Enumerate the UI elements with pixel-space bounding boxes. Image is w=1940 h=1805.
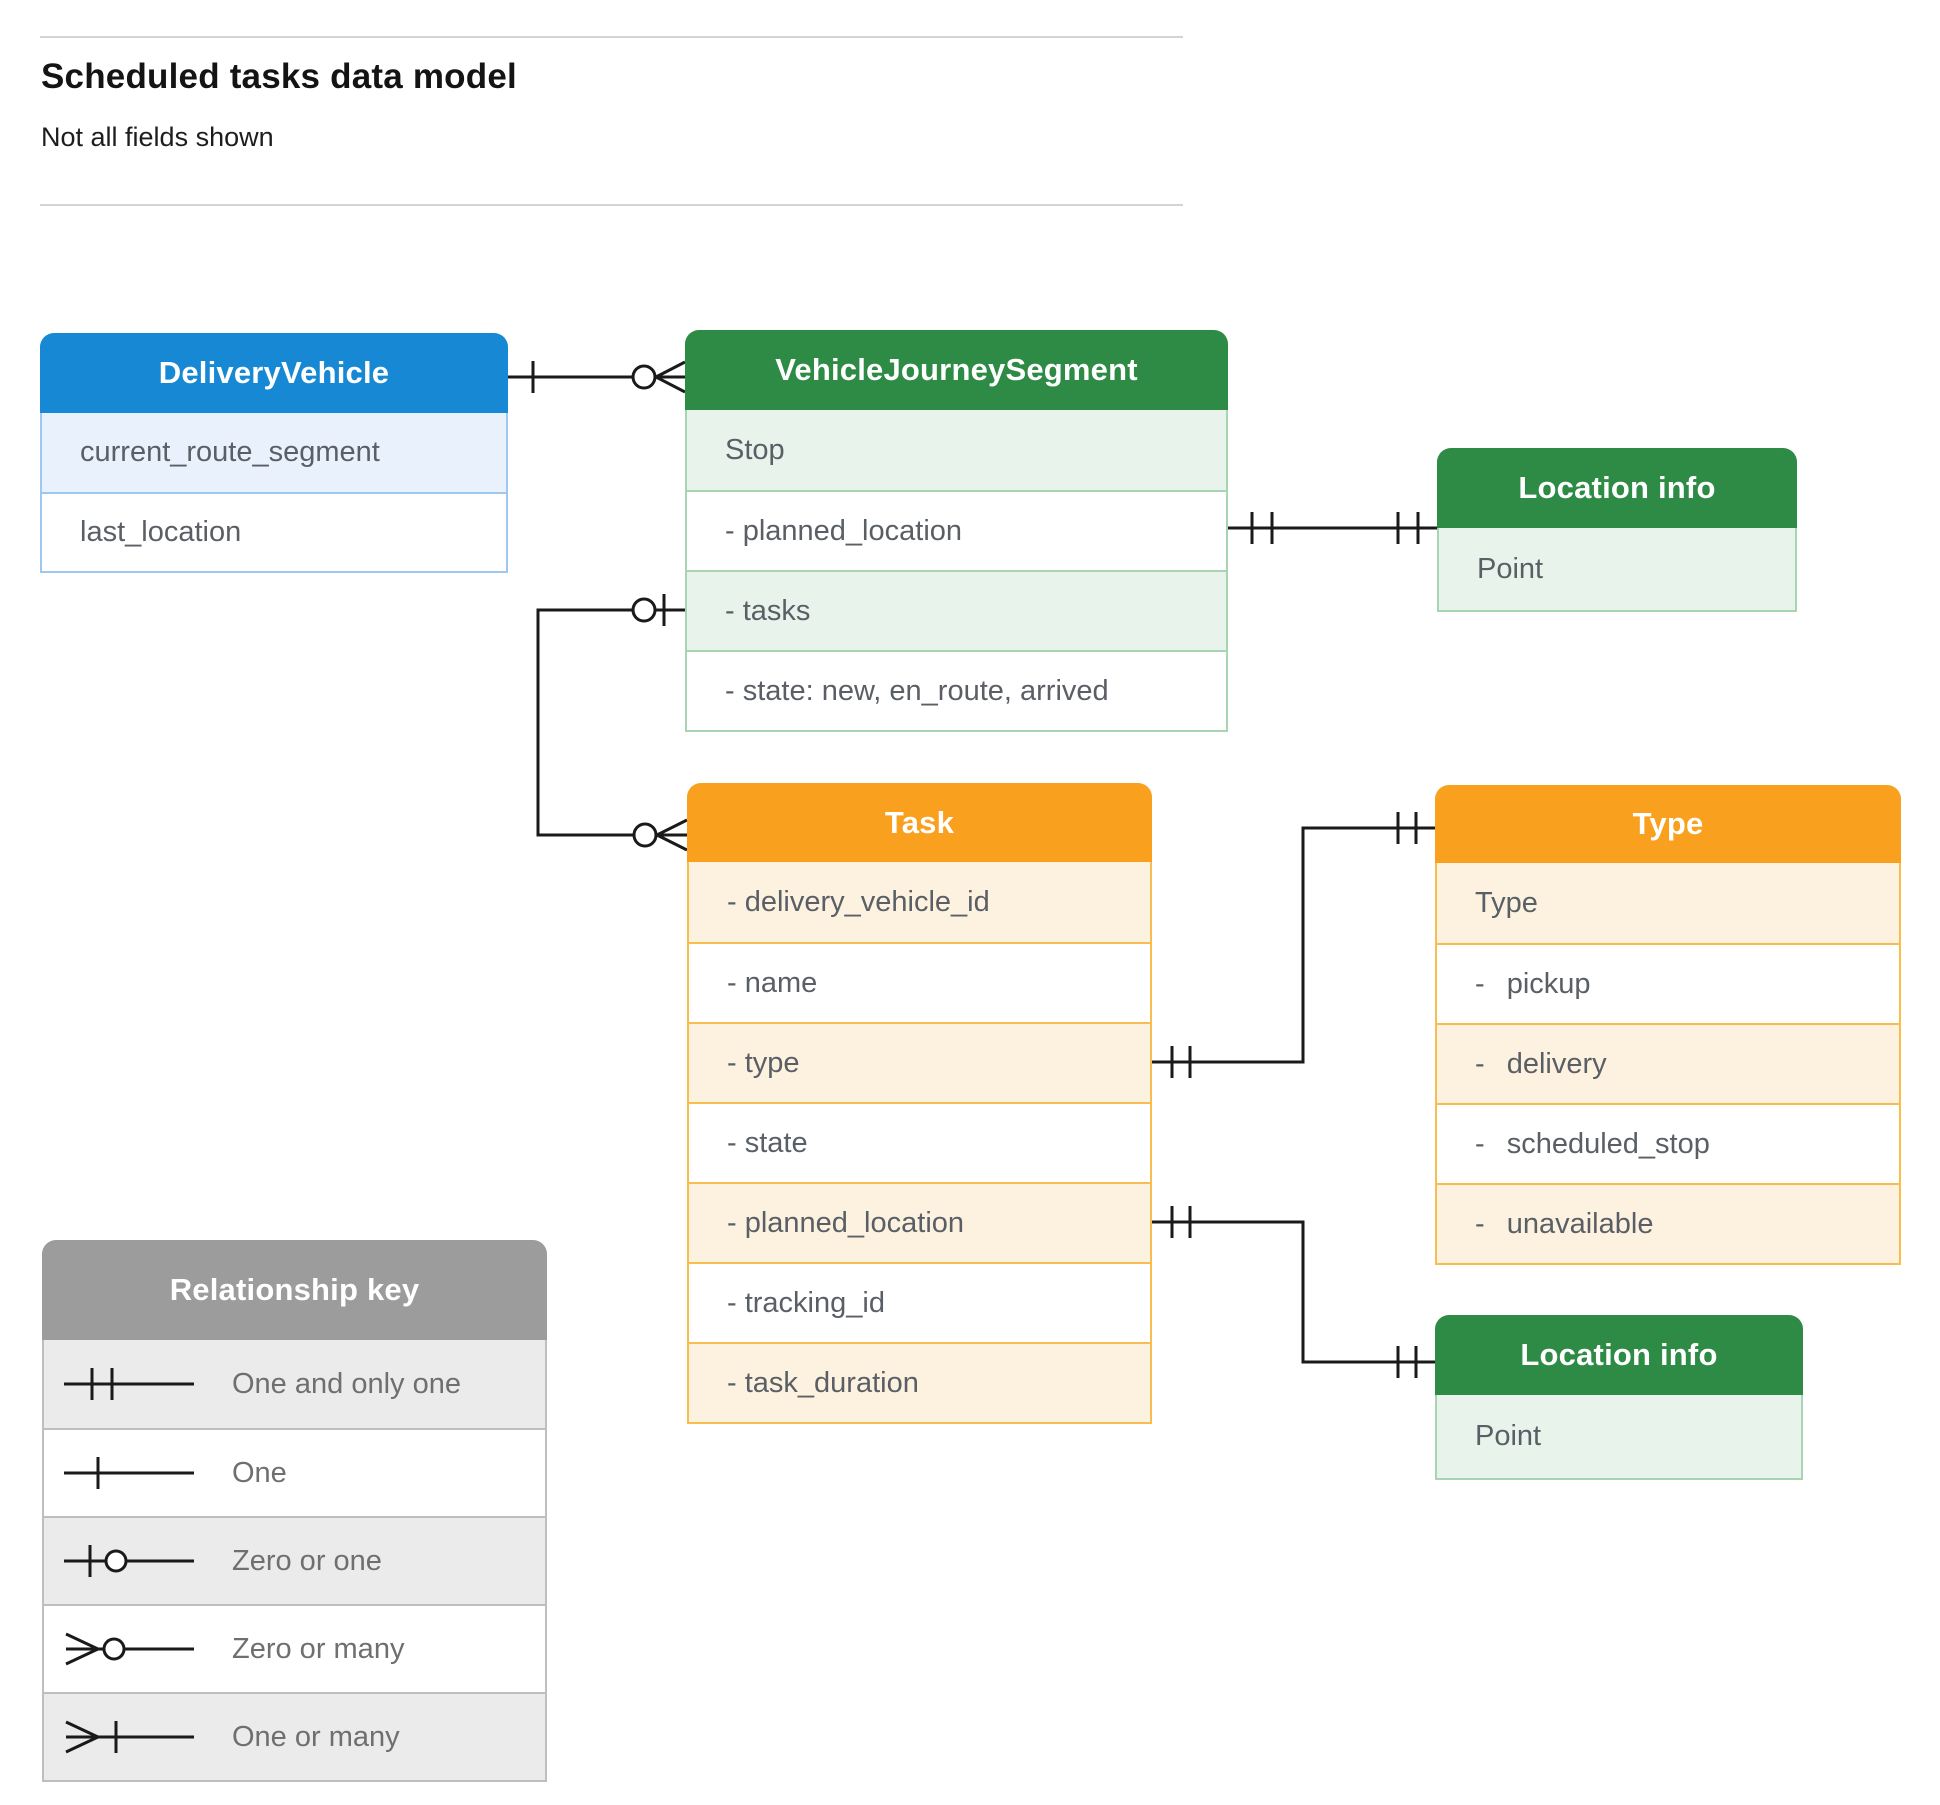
field-task-tracking-id: - tracking_id: [689, 1262, 1150, 1342]
field-type-type: Type: [1437, 863, 1899, 943]
one-icon: [64, 1457, 194, 1489]
legend-row-one-and-only-one: One and only one: [44, 1340, 545, 1428]
entity-delivery-vehicle: DeliveryVehicle current_route_segment la…: [40, 333, 508, 573]
legend-label: One or many: [232, 1720, 400, 1753]
field-vjs-state: - state: new, en_route, arrived: [687, 650, 1226, 730]
field-point-top: Point: [1439, 528, 1795, 610]
zero-or-one-icon: [64, 1545, 194, 1577]
field-type-scheduled-stop: - scheduled_stop: [1437, 1103, 1899, 1183]
zero-or-many-icon: [65, 1632, 194, 1666]
entity-location-info-top-title: Location info: [1437, 448, 1797, 528]
field-type-delivery: - delivery: [1437, 1023, 1899, 1103]
entity-location-info-bottom-title: Location info: [1435, 1315, 1803, 1395]
connector-task-type: [1152, 812, 1435, 1078]
entity-vehicle-journey-segment-title: VehicleJourneySegment: [685, 330, 1228, 410]
field-last-location: last_location: [42, 492, 506, 571]
legend-row-one: One: [44, 1428, 545, 1516]
entity-location-info-bottom: Location info Point: [1435, 1315, 1803, 1480]
one-or-many-icon: [65, 1720, 194, 1754]
page-title: Scheduled tasks data model: [41, 57, 517, 96]
field-task-type: - type: [689, 1022, 1150, 1102]
field-type-pickup: - pickup: [1437, 943, 1899, 1023]
relationship-key-title: Relationship key: [42, 1240, 547, 1340]
one-and-only-one-icon: [64, 1368, 194, 1400]
field-task-planned-location: - planned_location: [689, 1182, 1150, 1262]
legend-label: One and only one: [232, 1367, 461, 1400]
legend-label: One: [232, 1456, 287, 1489]
field-task-state: - state: [689, 1102, 1150, 1182]
entity-delivery-vehicle-title: DeliveryVehicle: [40, 333, 508, 413]
field-vjs-tasks: - tasks: [687, 570, 1226, 650]
legend-row-one-or-many: One or many: [44, 1692, 545, 1780]
legend-label: Zero or one: [232, 1544, 382, 1577]
connector-deliveryvehicle-vehiclejourneysegment: [508, 360, 686, 394]
field-point-bottom: Point: [1437, 1395, 1801, 1478]
legend-row-zero-or-many: Zero or many: [44, 1604, 545, 1692]
field-task-task-duration: - task_duration: [689, 1342, 1150, 1422]
header-divider: [40, 204, 1183, 206]
field-task-name: - name: [689, 942, 1150, 1022]
connector-vjs-tasks-task: [536, 594, 688, 852]
entity-location-info-top: Location info Point: [1437, 448, 1797, 612]
entity-vehicle-journey-segment: VehicleJourneySegment Stop - planned_loc…: [685, 330, 1228, 732]
field-stop: Stop: [687, 410, 1226, 490]
connector-task-locationinfo-bottom: [1152, 1206, 1435, 1378]
field-current-route-segment: current_route_segment: [42, 413, 506, 492]
connector-vjs-locationinfo-top: [1228, 512, 1437, 544]
page-subtitle: Not all fields shown: [41, 122, 274, 152]
field-vjs-planned-location: - planned_location: [687, 490, 1226, 570]
legend-label: Zero or many: [232, 1632, 405, 1665]
entity-task: Task - delivery_vehicle_id - name - type…: [687, 783, 1152, 1424]
top-divider: [40, 36, 1183, 38]
field-task-delivery-vehicle-id: - delivery_vehicle_id: [689, 862, 1150, 942]
legend-row-zero-or-one: Zero or one: [44, 1516, 545, 1604]
field-type-unavailable: - unavailable: [1437, 1183, 1899, 1263]
relationship-key-legend: Relationship key One and only one One Ze…: [42, 1240, 547, 1782]
entity-type: Type Type - pickup - delivery - schedule…: [1435, 785, 1901, 1265]
entity-task-title: Task: [687, 783, 1152, 862]
entity-type-title: Type: [1435, 785, 1901, 863]
